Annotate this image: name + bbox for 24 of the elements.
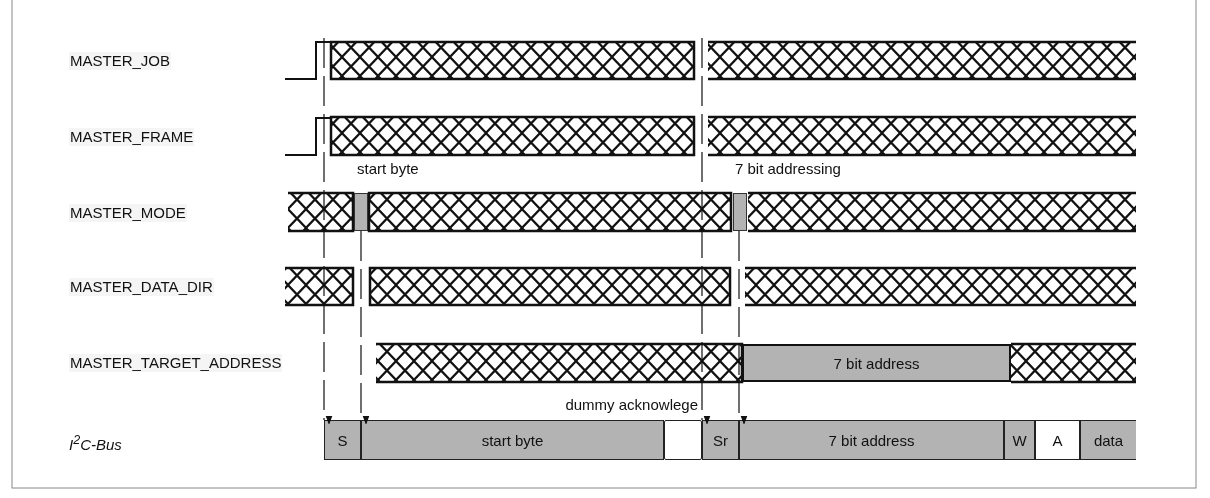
annotation-text: start byte bbox=[357, 160, 419, 178]
timing-marker-arrow bbox=[701, 37, 711, 425]
address-field: 7 bit address bbox=[742, 344, 1011, 382]
bus-field bbox=[664, 420, 702, 460]
bus-field: start byte bbox=[361, 420, 664, 460]
bus-field: 7 bit address bbox=[739, 420, 1004, 460]
bus-field: S bbox=[324, 420, 361, 460]
annotation-text: 7 bit addressing bbox=[735, 160, 841, 178]
signal-name: MASTER_FRAME bbox=[69, 128, 195, 146]
signal-name: MASTER_JOB bbox=[69, 52, 172, 70]
bus-field: data bbox=[1080, 420, 1136, 460]
timing-marker-arrow bbox=[360, 230, 370, 425]
signal-name: MASTER_MODE bbox=[69, 204, 187, 222]
bus-field: W bbox=[1004, 420, 1035, 460]
signal-name: MASTER_TARGET_ADDRESS bbox=[69, 354, 283, 372]
signal-name: MASTER_DATA_DIR bbox=[69, 278, 214, 296]
signal-bar bbox=[733, 193, 747, 231]
bus-field: A bbox=[1035, 420, 1080, 460]
timing-marker-arrow bbox=[738, 230, 748, 425]
bus-name: I$^{2}$C-Bus bbox=[69, 432, 122, 454]
timing-marker-arrow bbox=[323, 37, 333, 425]
signal-bar bbox=[354, 193, 368, 231]
bus-field: Sr bbox=[702, 420, 739, 460]
annotation-text: dummy acknowlege bbox=[565, 396, 698, 414]
